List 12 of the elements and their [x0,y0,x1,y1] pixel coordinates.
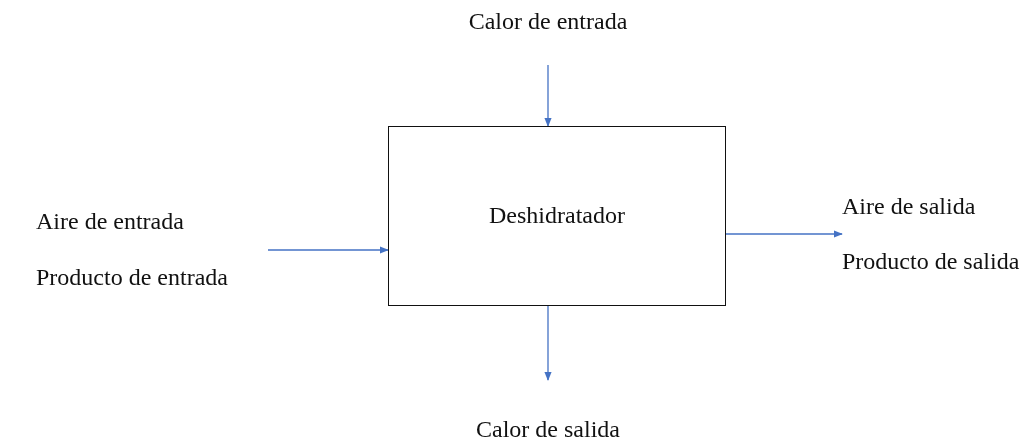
flow-label: Aire de entrada [36,208,185,235]
arrow [725,230,843,238]
arrow [544,64,552,127]
flow-label: Calor de salida [475,416,621,443]
flow-label: Producto de salida [842,248,1021,275]
flow-label: Aire de salida [842,193,977,220]
arrow [267,246,389,254]
flow-label: Calor de entrada [467,8,629,35]
process-box [388,126,726,306]
flow-label: Producto de entrada [36,264,229,291]
box-label: Deshidratador [488,202,626,229]
arrow [544,305,552,381]
